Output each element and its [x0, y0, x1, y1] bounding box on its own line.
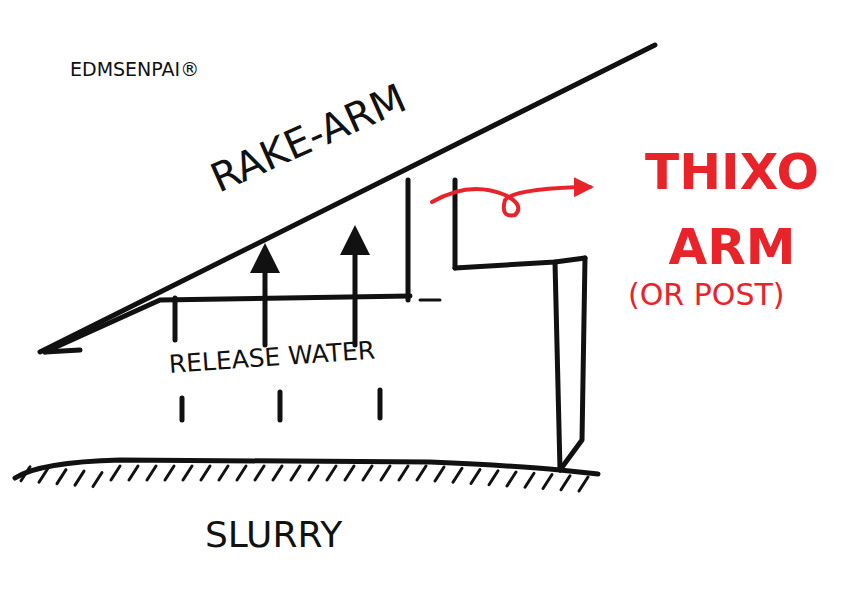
rake-arm-line: [40, 45, 655, 352]
block-bottom-edge: [45, 350, 80, 352]
water-arrow: [353, 240, 358, 345]
water-arrow: [263, 258, 268, 345]
block-side: [560, 258, 585, 470]
thixo-post: [406, 180, 411, 300]
water-arrow: [173, 298, 178, 340]
block-top-edge: [455, 258, 585, 268]
thixo-post-foot: [420, 299, 440, 302]
part-name: SLURRY: [205, 517, 342, 553]
callout-title: THIXO ARM: [632, 135, 832, 285]
part-name: RELEASE WATER: [168, 338, 376, 377]
callout-arrow: [432, 187, 590, 215]
watermark: EDMSENPAI®: [70, 60, 199, 79]
slurry-hatching: [21, 466, 588, 491]
slurry-surface: [15, 460, 598, 478]
callout-note: (OR POST): [628, 280, 784, 310]
block-front-right: [555, 262, 560, 470]
water-dash: [182, 390, 380, 420]
